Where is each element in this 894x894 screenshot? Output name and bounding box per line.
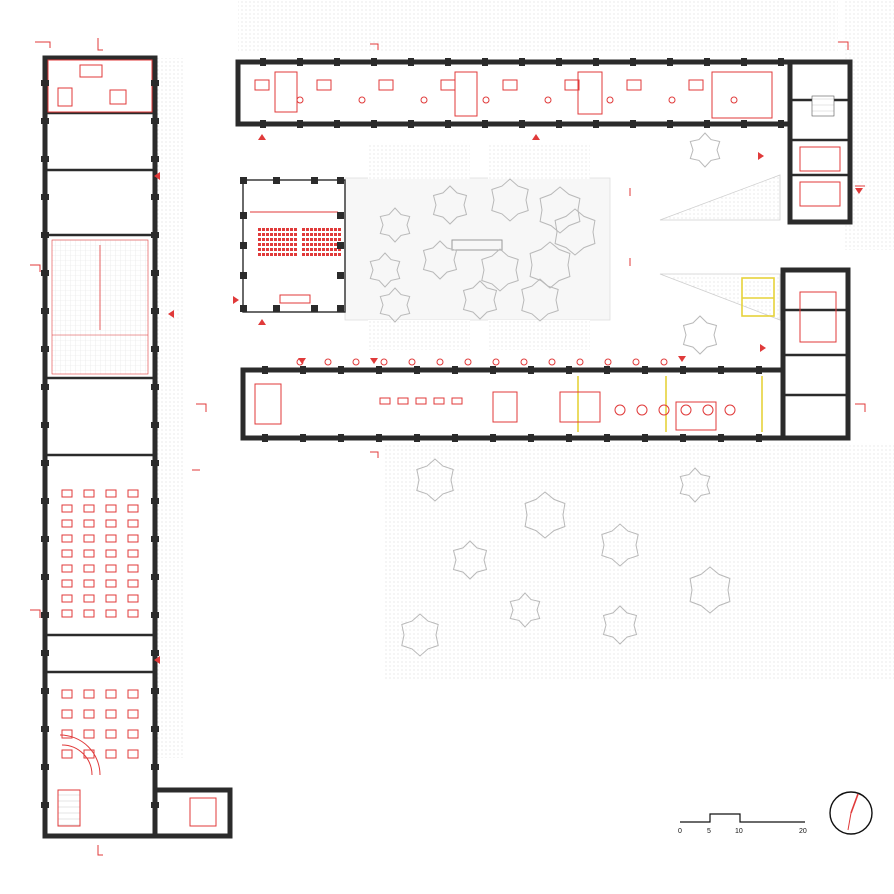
tree-icon (481, 248, 519, 292)
auditorium (242, 179, 346, 313)
tree-icon (682, 315, 718, 355)
south-wing-outline (240, 367, 786, 441)
tree-icon (491, 178, 529, 222)
tree-icon (462, 280, 498, 320)
scale-label-10: 10 (735, 828, 743, 835)
north-wing (235, 59, 853, 225)
southwest-annex (152, 787, 233, 839)
northeast-block (787, 59, 853, 225)
tree-icon (601, 523, 639, 567)
courtyard-plaza (344, 177, 611, 321)
northeast-stair (811, 95, 835, 117)
scale-label-20: 20 (799, 828, 807, 835)
east-ramp-b (659, 273, 781, 321)
tree-icon (401, 613, 439, 657)
tree-icon (422, 240, 458, 280)
section-markers (30, 38, 866, 856)
courtyard-paving-b (488, 143, 590, 179)
tree-icon (432, 185, 468, 225)
courtyard-paving-d (488, 320, 590, 350)
west-wing-outline (42, 55, 158, 839)
tree-icon (379, 207, 411, 243)
ground-context (155, 0, 894, 758)
west-paving-strip (155, 58, 185, 758)
tree-icon (539, 186, 581, 234)
south-wing (240, 79, 851, 441)
entry-arrows (154, 134, 863, 664)
west-wing (42, 55, 233, 839)
tree-icon (554, 208, 596, 256)
tree-group (369, 132, 731, 657)
tree-icon (379, 287, 411, 323)
tree-icon (524, 491, 566, 539)
south-field (385, 560, 894, 680)
tree-icon (509, 592, 541, 628)
tree-icon (369, 252, 401, 288)
tree-icon (689, 566, 731, 614)
north-paving (238, 0, 838, 52)
wall-piers (41, 58, 784, 808)
west-stair (57, 789, 81, 827)
northeast-paving (845, 0, 894, 250)
courtyard-paving-a (368, 143, 470, 179)
tree-icon (416, 458, 454, 502)
scale-label-0: 0 (678, 828, 682, 835)
tree-icon (602, 605, 638, 645)
courtyard-paving-c (368, 320, 470, 350)
north-arrow-icon (829, 791, 873, 835)
tree-icon (689, 132, 721, 168)
east-ramp (659, 174, 781, 221)
scale-label-5: 5 (707, 828, 711, 835)
tree-icon (521, 278, 559, 322)
auditorium-seating (258, 228, 341, 256)
south-furniture (254, 79, 738, 416)
scale-bar-line (680, 813, 805, 823)
tree-icon (529, 241, 571, 289)
north-wing-outline (235, 59, 853, 127)
yellow-room (741, 277, 775, 317)
tree-icon (679, 467, 711, 503)
tree-icon (452, 540, 488, 580)
scale-bar: 0 5 10 20 (678, 813, 807, 835)
stage-block (451, 239, 503, 251)
